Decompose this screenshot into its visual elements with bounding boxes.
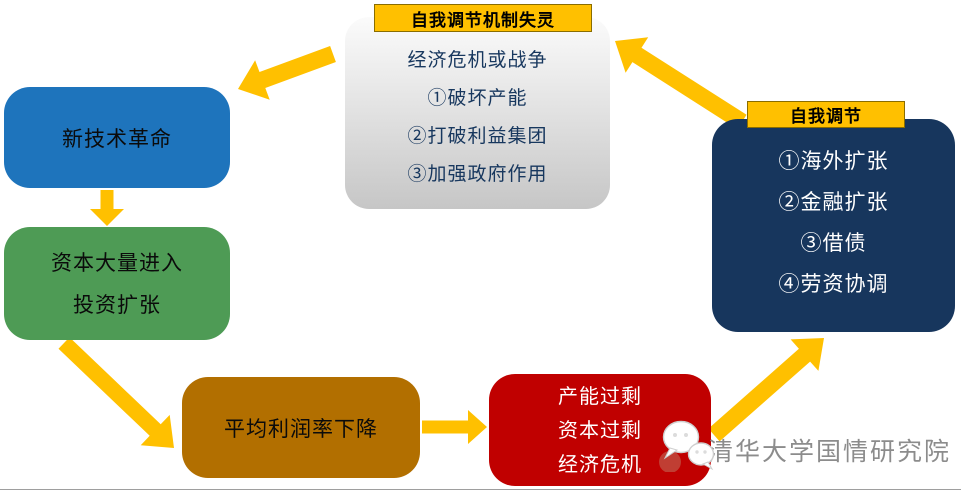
self-adjust-item: ③借债 <box>800 231 867 255</box>
new-tech-label: 新技术革命 <box>62 126 172 151</box>
bottom-divider <box>0 489 961 490</box>
crisis-line: 产能过剩 <box>558 384 642 408</box>
failure-item: ③加强政府作用 <box>407 163 548 185</box>
wechat-bubbles-icon <box>659 420 715 472</box>
profit-label: 平均利润率下降 <box>224 416 378 441</box>
failure-box: 经济危机或战争 ①破坏产能 ②打破利益集团 ③加强政府作用 <box>345 17 610 209</box>
crisis-line: 资本过剩 <box>558 418 642 442</box>
arrow-profit-to-crisis <box>422 410 487 444</box>
arrow-new-tech-to-capital <box>90 190 124 226</box>
self-adjust-item: ④劳资协调 <box>778 272 889 296</box>
failure-item: ①破坏产能 <box>427 87 528 109</box>
new-tech-box: 新技术革命 <box>4 87 230 188</box>
crisis-line: 经济危机 <box>558 452 642 476</box>
red-seal-fragment <box>659 451 681 472</box>
failure-item: ②打破利益集团 <box>407 125 548 147</box>
self-adjust-item: ②金融扩张 <box>778 190 889 214</box>
capital-box: 资本大量进入 投资扩张 <box>4 227 230 340</box>
arrow-capital-to-profit <box>58 337 174 448</box>
capital-line: 资本大量进入 <box>51 250 183 275</box>
watermark: 清华大学国情研究院 <box>708 437 952 466</box>
arrow-crisis-to-self-adjust <box>708 338 824 442</box>
arrow-failure-to-new-tech <box>238 46 336 100</box>
arrow-self-adjust-to-failure <box>615 37 747 130</box>
profit-box: 平均利润率下降 <box>182 377 420 478</box>
capital-line: 投资扩张 <box>73 292 161 317</box>
self-adjust-box: ①海外扩张 ②金融扩张 ③借债 ④劳资协调 <box>712 119 955 332</box>
self-adjust-label: 自我调节 <box>747 101 905 128</box>
failure-label: 自我调节机制失灵 <box>374 4 592 32</box>
failure-heading: 经济危机或战争 <box>407 49 548 71</box>
self-adjust-item: ①海外扩张 <box>778 149 889 173</box>
